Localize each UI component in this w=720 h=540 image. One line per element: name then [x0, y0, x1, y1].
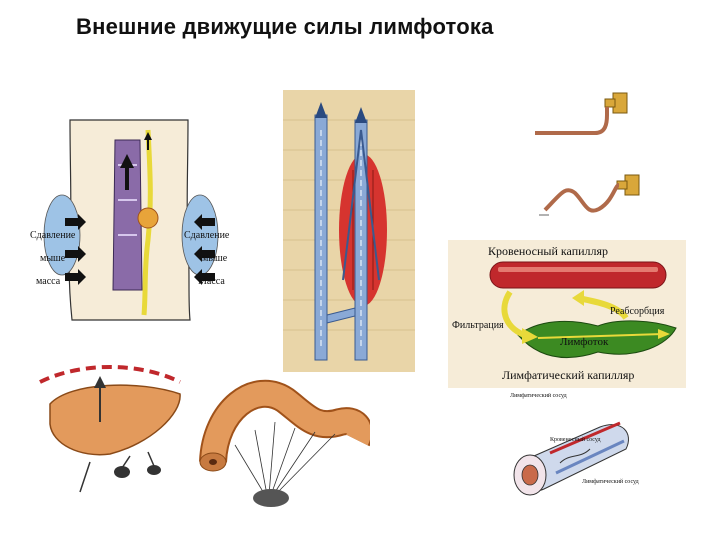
reabsorption-label: Реабсорбция	[610, 306, 664, 317]
lymph-flow-label: Лимфоток	[560, 336, 608, 348]
vessel-middle-label: Кровеносный сосуд	[550, 437, 601, 443]
vessel-top-label: Лимфатический сосуд	[510, 393, 567, 399]
left-label-mass: масса	[36, 276, 60, 287]
liver-diaphragm-illustration	[30, 352, 190, 512]
lymph-capillary-label: Лимфатический капилляр	[502, 368, 634, 383]
intestine-illustration	[195, 370, 370, 520]
muscle-pump-illustration	[283, 90, 415, 372]
blood-capillary-label: Кровеносный капилляр	[488, 244, 608, 259]
left-label-compression: Сдавление	[30, 230, 75, 241]
slide-title: Внешние движущие силы лимфотока	[76, 14, 494, 40]
faucet-hose-illustration	[525, 85, 655, 225]
vessel-bottom-label: Лимфатический сосуд	[582, 479, 639, 485]
filtration-label: Фильтрация	[452, 320, 504, 331]
vessel-cross-section: Лимфатический сосуд Кровеносный сосуд Ли…	[500, 393, 640, 513]
muscle-compression-illustration: Сдавление мыше масса Сдавление мыше Масс…	[30, 110, 250, 325]
right-label-mass: Масса	[198, 276, 225, 287]
right-label-compression: Сдавление	[184, 230, 229, 241]
right-label-muscle: мыше	[202, 253, 227, 264]
left-label-muscle: мыше	[40, 253, 65, 264]
capillary-diagram: Кровеносный капилляр Реабсорбция Фильтра…	[448, 240, 686, 388]
